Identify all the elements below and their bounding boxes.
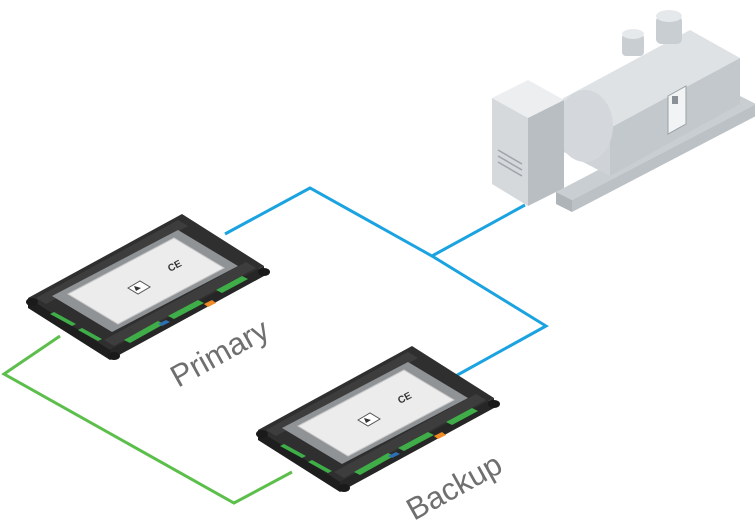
controller-primary: CE xyxy=(25,213,271,361)
controller-backup: CE xyxy=(255,345,501,493)
label-primary: Primary xyxy=(164,312,275,395)
link-primary-to-generator xyxy=(224,186,526,258)
generator-icon xyxy=(492,10,755,212)
label-backup: Backup xyxy=(400,446,507,527)
link-backup-to-generator xyxy=(431,254,549,380)
link-primary-to-backup xyxy=(1,334,293,505)
